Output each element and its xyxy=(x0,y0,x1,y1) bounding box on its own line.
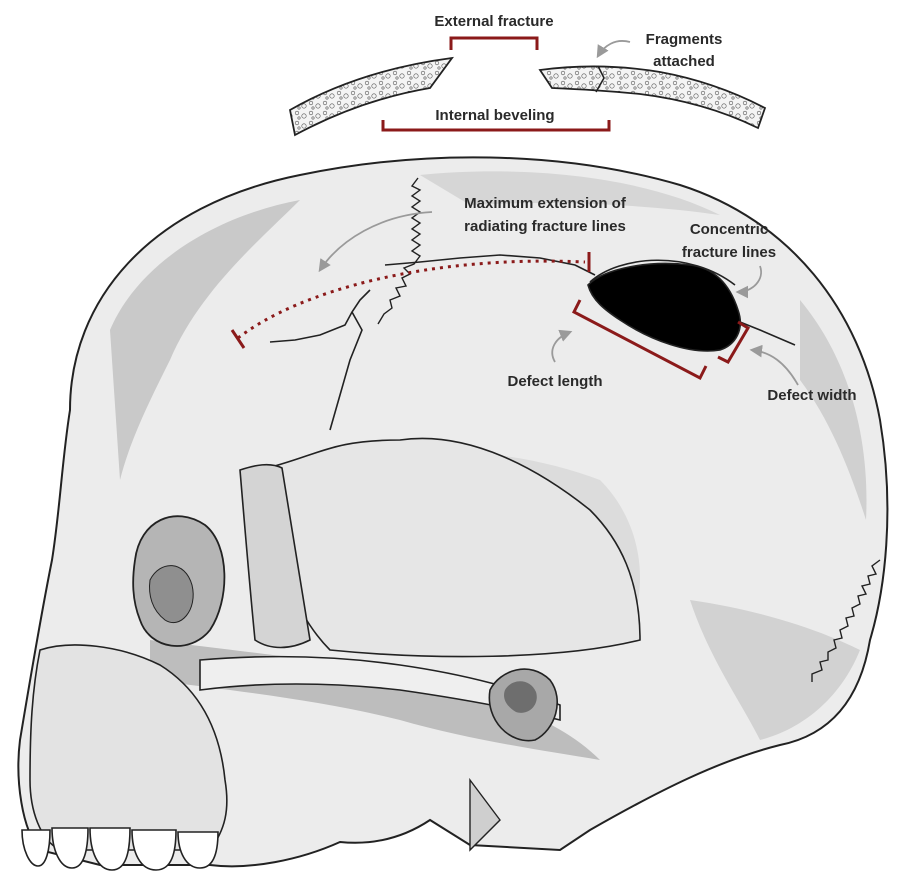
skull xyxy=(18,157,887,870)
label-internal-beveling: Internal beveling xyxy=(435,107,554,124)
cross-section-left-plate xyxy=(290,58,452,135)
label-concentric-1: Concentric xyxy=(690,221,768,238)
label-defect-length: Defect length xyxy=(507,373,602,390)
label-fragments-attached-1: Fragments xyxy=(646,31,723,48)
fragments-arrow xyxy=(598,41,630,56)
external-fracture-bracket xyxy=(451,38,537,50)
tooth xyxy=(22,830,50,866)
label-fragments-attached-2: attached xyxy=(653,53,715,70)
label-maximum-extension-2: radiating fracture lines xyxy=(464,218,626,235)
cross-section-right-plate xyxy=(540,66,765,128)
label-maximum-extension-1: Maximum extension of xyxy=(464,195,627,212)
label-external-fracture: External fracture xyxy=(434,13,553,30)
label-concentric-2: fracture lines xyxy=(682,244,776,261)
label-defect-width: Defect width xyxy=(767,387,856,404)
tooth xyxy=(52,828,88,868)
